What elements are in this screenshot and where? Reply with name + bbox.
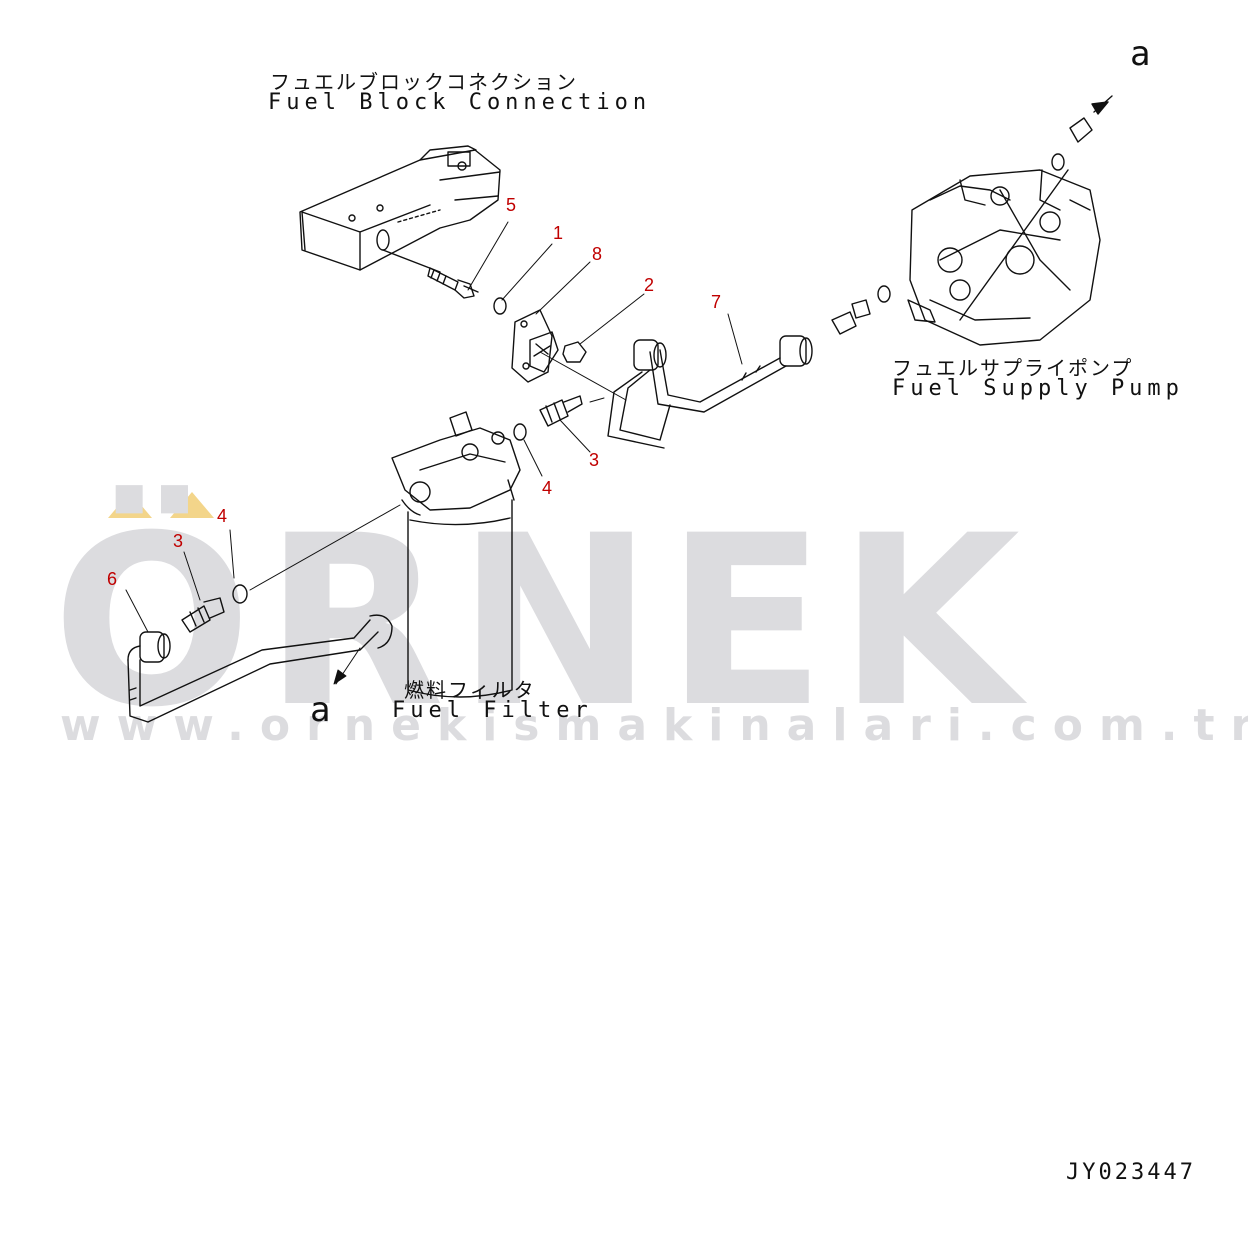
callout-5: 5 [506, 195, 517, 215]
filter-label-jp: 燃料フィルタ [404, 678, 536, 702]
pump-fittings [831, 95, 1113, 335]
callout-2: 2 [644, 275, 655, 295]
callout-3-top: 3 [589, 450, 600, 470]
bracket-8 [511, 309, 559, 383]
washer-4-top [513, 423, 527, 441]
callout-7: 7 [711, 292, 722, 312]
connector-3-left [181, 597, 225, 633]
washer-1 [493, 297, 507, 315]
fuel-pipe-7 [607, 335, 813, 449]
supply-pump-label-jp: フュエルサプライポンプ [892, 356, 1134, 380]
fuel-filter [391, 411, 521, 698]
leader-lines [125, 221, 743, 685]
callout-4-top: 4 [542, 478, 553, 498]
drawing-code: JY023447 [1066, 1160, 1196, 1185]
watermark-url: www.ornekismakinalari.com.tr [60, 700, 1248, 751]
watermark-accent-left [108, 492, 152, 518]
connector-3-top [539, 395, 583, 427]
fuel-supply-pump [907, 169, 1101, 346]
callout-1: 1 [553, 223, 564, 243]
callout-3-left: 3 [173, 531, 184, 551]
fuel-block-label-jp: フュエルブロックコネクション [270, 70, 578, 94]
watermark-brand: ÖRNEK [52, 486, 1033, 759]
fuel-pipe-6 [127, 614, 393, 723]
filter-label-en: Fuel Filter [392, 698, 593, 723]
washer-4-left [232, 584, 248, 604]
supply-pump-label-en: Fuel Supply Pump [892, 376, 1184, 401]
callout-4-left: 4 [217, 506, 228, 526]
callout-8: 8 [592, 244, 603, 264]
banjo-bolt-5 [427, 267, 479, 299]
watermark-accent-right [170, 492, 214, 518]
reference-a-bottom: a [310, 690, 331, 730]
fuel-block-label-en: Fuel Block Connection [268, 90, 652, 115]
nut-2 [562, 341, 587, 363]
reference-a-top: a [1130, 34, 1151, 74]
fuel-block-connection [299, 145, 501, 273]
callout-6: 6 [107, 569, 118, 589]
